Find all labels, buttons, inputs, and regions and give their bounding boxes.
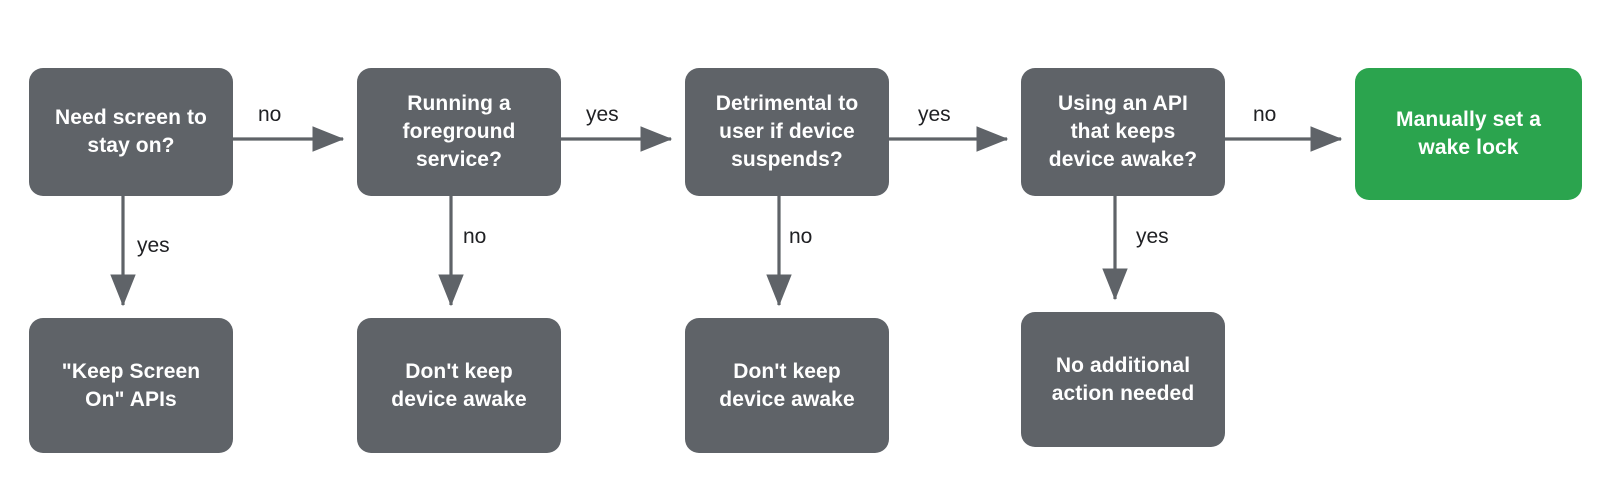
edge-label-yes-1: yes bbox=[137, 234, 170, 257]
edge-label-no-1: no bbox=[258, 103, 282, 126]
node-manually-set-a-wake-lock[interactable]: Manually set a wake lock bbox=[1355, 68, 1582, 200]
edge-label-no-2: no bbox=[463, 225, 487, 248]
node-dont-keep-device-awake-1[interactable]: Don't keep device awake bbox=[357, 318, 561, 453]
node-running-foreground-service[interactable]: Running a foreground service? bbox=[357, 68, 561, 196]
node-detrimental-to-user-if-device-suspends[interactable]: Detrimental to user if device suspends? bbox=[685, 68, 889, 196]
node-using-an-api-that-keeps-device-awake[interactable]: Using an API that keeps device awake? bbox=[1021, 68, 1225, 196]
node-label: Running a foreground service? bbox=[402, 92, 516, 171]
node-no-additional-action-needed[interactable]: No additional action needed bbox=[1021, 312, 1225, 447]
edge-label-yes-3: yes bbox=[918, 103, 951, 126]
node-label: Detrimental to user if device suspends? bbox=[715, 92, 859, 171]
node-label: No additional action needed bbox=[1051, 353, 1195, 405]
node-label: Need screen to stay on? bbox=[55, 106, 207, 157]
node-label: Using an API that keeps device awake? bbox=[1048, 92, 1198, 171]
edge-group bbox=[110, 126, 1343, 307]
edge-label-no-3: no bbox=[789, 225, 813, 248]
edge-label-yes-2: yes bbox=[586, 103, 619, 126]
node-dont-keep-device-awake-2[interactable]: Don't keep device awake bbox=[685, 318, 889, 453]
node-label: Don't keep device awake bbox=[391, 359, 527, 411]
node-label: "Keep Screen On" APIs bbox=[61, 359, 201, 411]
edge-label-no-4: no bbox=[1253, 103, 1277, 126]
node-need-screen-to-stay-on[interactable]: Need screen to stay on? bbox=[29, 68, 233, 196]
node-label: Don't keep device awake bbox=[719, 359, 855, 411]
edge-label-yes-4: yes bbox=[1136, 225, 1169, 248]
node-keep-screen-on-apis[interactable]: "Keep Screen On" APIs bbox=[29, 318, 233, 453]
node-label: Manually set a wake lock bbox=[1396, 108, 1541, 159]
